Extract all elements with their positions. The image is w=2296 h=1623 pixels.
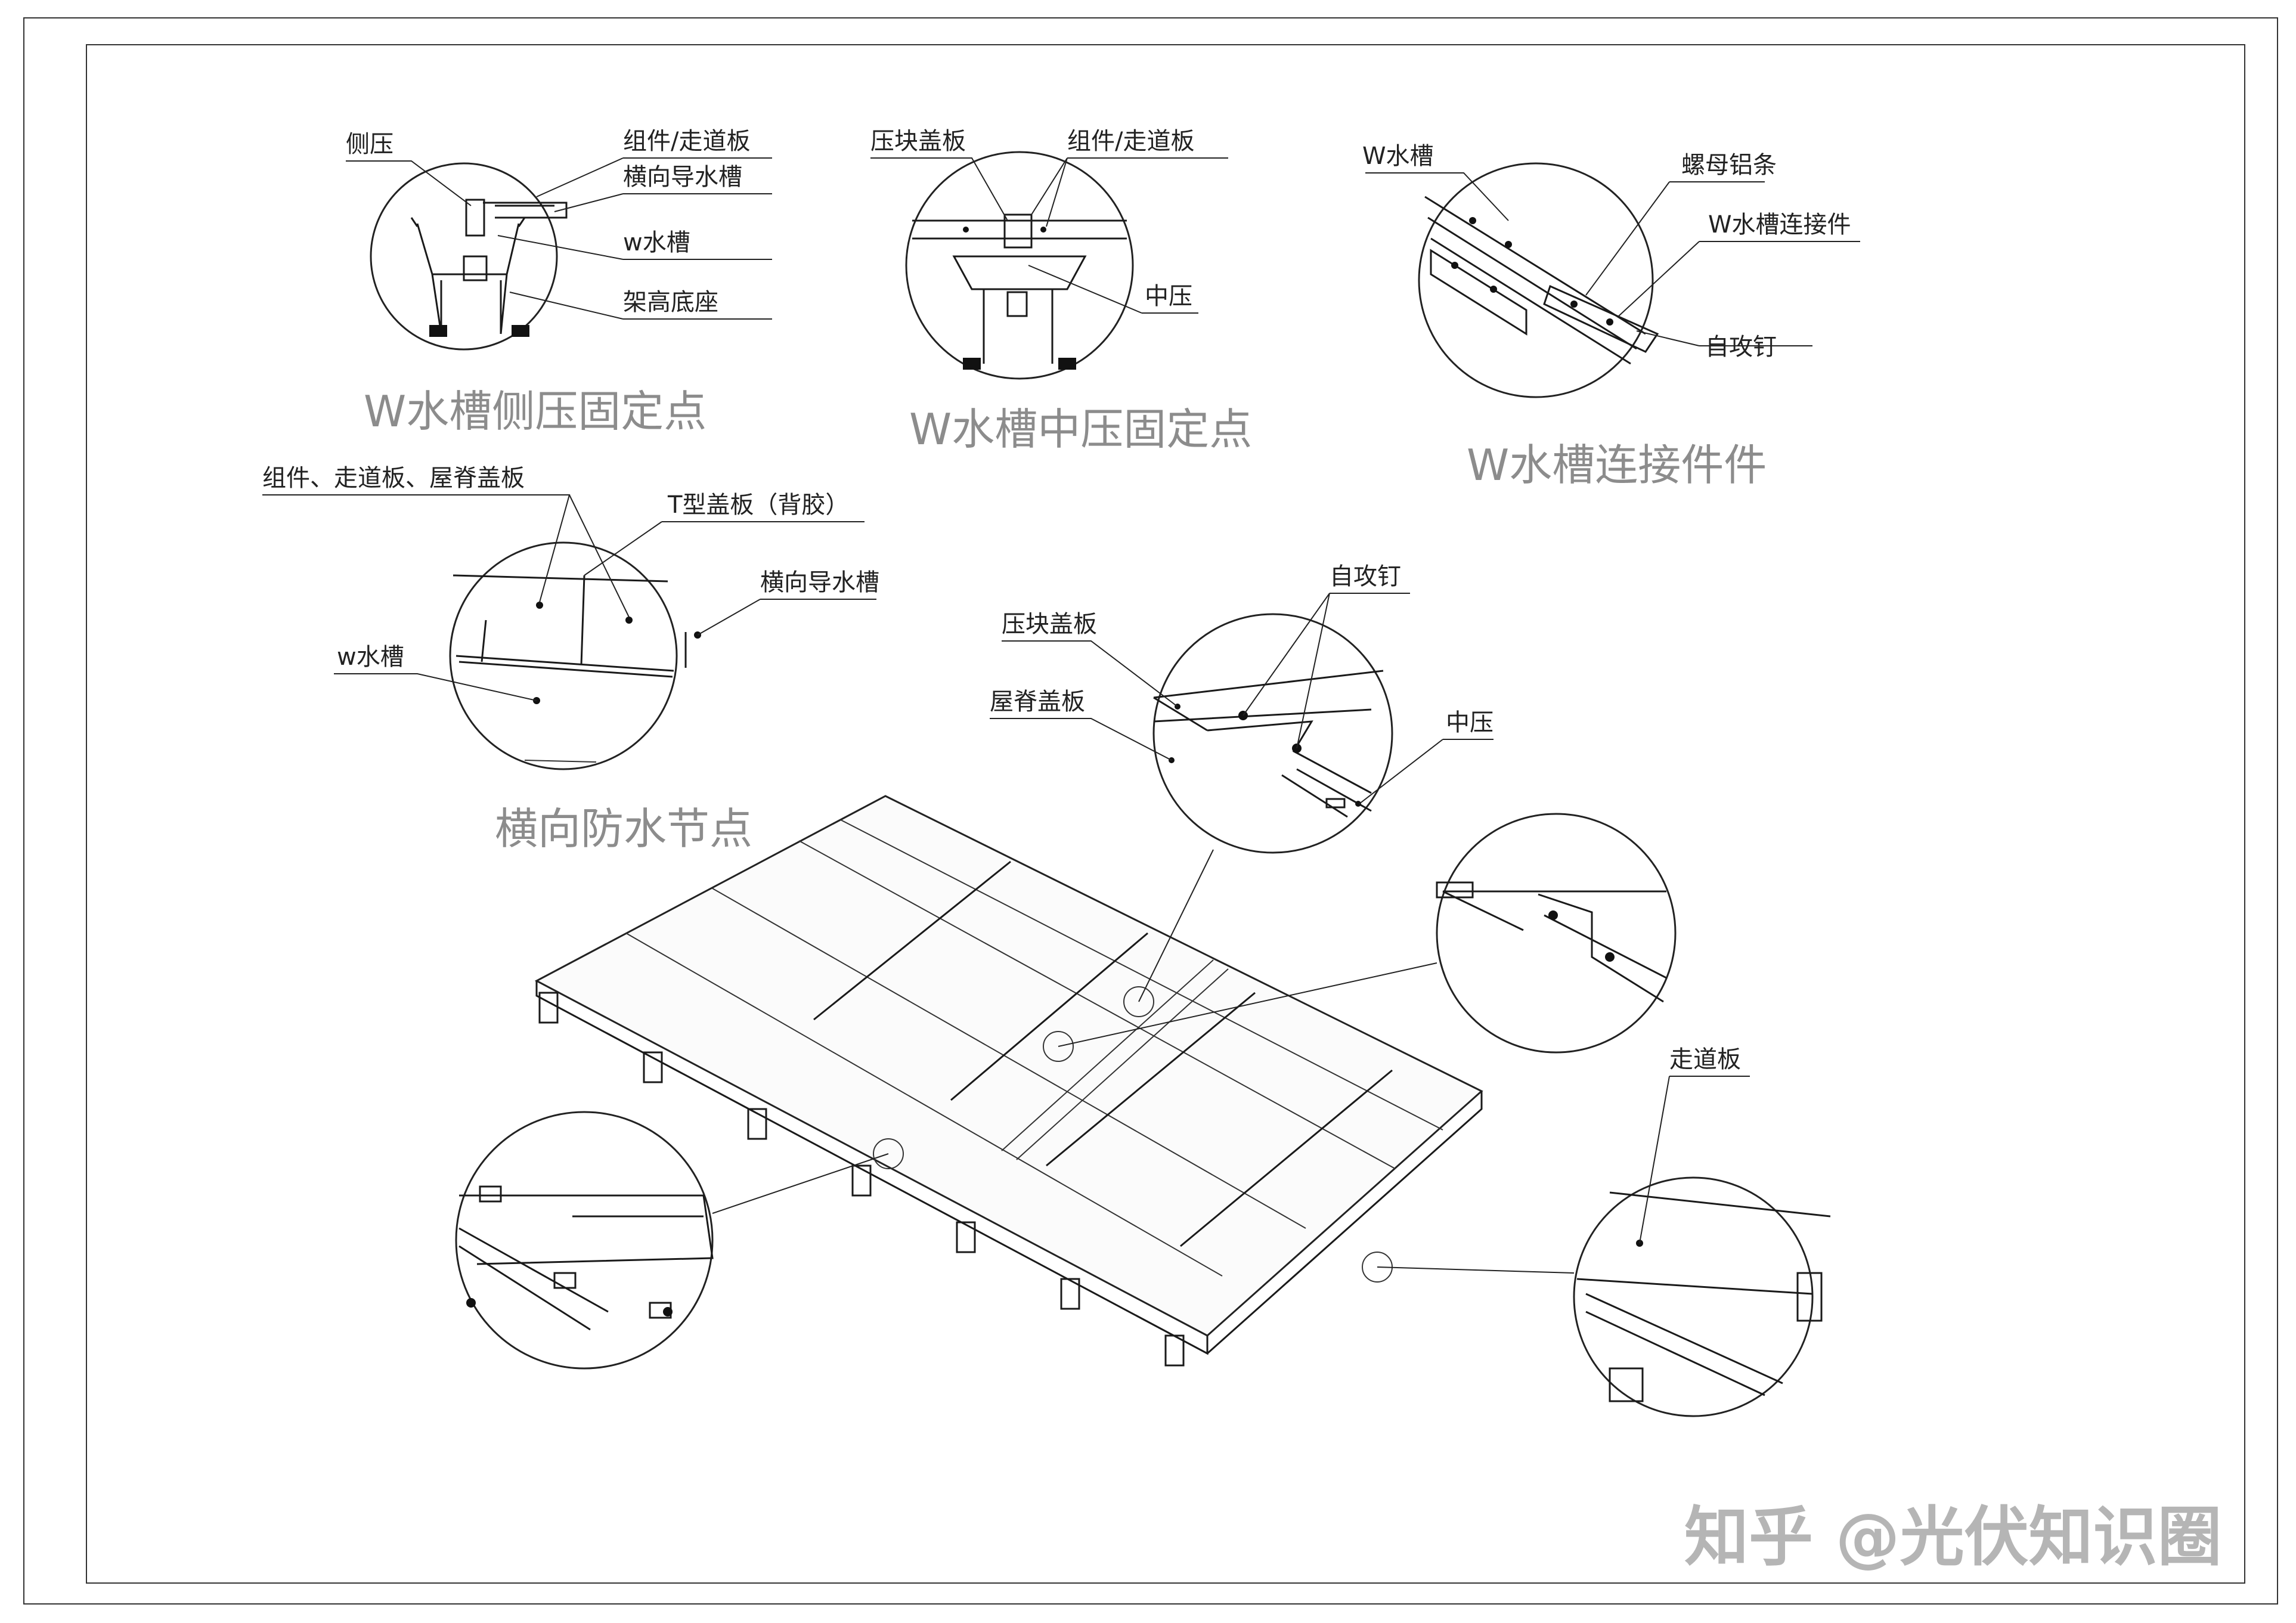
press-cover-label: 压块盖板 (1002, 611, 1097, 638)
detail-side-clamp: 侧压 组件/走道板 横向导水槽 w水槽 架高底座 W水槽侧压固定点 (346, 128, 772, 436)
detail-connector: W水槽 螺母铝条 W水槽连接件 自攻钉 W水槽连接件件 (1362, 143, 1860, 490)
detail-gutter-clamps (455, 1111, 714, 1370)
callout-gutter (873, 1138, 904, 1169)
detail-circle (1418, 162, 1654, 398)
press-cover-label: 压块盖板 (870, 128, 966, 155)
detail-walkway: 走道板 (1573, 1046, 1831, 1417)
detail-lateral-waterproof: 组件、走道板、屋脊盖板 T型盖板（背胶） 横向导水槽 w水槽 横向防水节点 (262, 464, 879, 854)
raised-base-label: 架高底座 (623, 289, 718, 316)
detail-ridge: 自攻钉 压块盖板 屋脊盖板 中压 (990, 563, 1494, 854)
mid-clamp-label: 中压 (1446, 709, 1494, 736)
detail-circle (455, 1111, 714, 1370)
caption-mid-clamp: W水槽中压固定点 (909, 404, 1252, 454)
components-label: 组件、走道板、屋脊盖板 (262, 464, 525, 492)
detail-circle (1573, 1176, 1814, 1417)
w-gutter-label: W水槽 (1362, 143, 1434, 170)
detail-mid-clamp: 压块盖板 组件/走道板 中压 W水槽中压固定点 (870, 128, 1252, 454)
callout-ridge (1123, 986, 1154, 1017)
nut-strip-label: 螺母铝条 (1681, 151, 1777, 179)
gutter-clamps-iso (458, 1185, 714, 1331)
caption-side-clamp: W水槽侧压固定点 (364, 386, 707, 436)
detail-circle (1436, 813, 1677, 1054)
outer-border (23, 17, 2278, 1605)
w-gutter-label: w水槽 (623, 229, 690, 256)
ridge-connection-iso (1436, 881, 1667, 1003)
caption-connector: W水槽连接件件 (1467, 440, 1767, 490)
support-legs (538, 992, 1185, 1367)
side-clamp-section (410, 199, 568, 337)
walkway-iso (1576, 1191, 1831, 1402)
roof-isometric (534, 795, 1575, 1367)
lateral-gutter-label: 横向导水槽 (623, 163, 742, 191)
t-cover-label: T型盖板（背胶） (667, 491, 849, 519)
callout-ridge-connection (1043, 1031, 1074, 1062)
caption-lateral-waterproof: 横向防水节点 (495, 804, 752, 854)
detail-circle (1152, 613, 1393, 854)
watermark: 知乎 @光伏知识圈 (1684, 1500, 2222, 1575)
lateral-section (453, 574, 701, 763)
screw-label: 自攻钉 (1330, 563, 1401, 590)
screw-label: 自攻钉 (1705, 333, 1777, 361)
mid-clamp-section (912, 213, 1127, 370)
mid-clamp-label: 中压 (1145, 283, 1192, 310)
connector-label: W水槽连接件 (1708, 211, 1851, 239)
w-gutter-label: w水槽 (337, 643, 404, 671)
lateral-gutter-label: 横向导水槽 (760, 569, 879, 596)
module-walkway-label: 组件/走道板 (623, 128, 750, 155)
connector-iso (1424, 196, 1659, 365)
module-walkway-label: 组件/走道板 (1067, 128, 1194, 155)
drawing-frame (86, 44, 2245, 1584)
detail-ridge-connection (1436, 813, 1677, 1054)
detail-circle (905, 151, 1134, 380)
side-clamp-label: 侧压 (346, 131, 393, 158)
ridge-cover-label: 屋脊盖板 (990, 688, 1085, 716)
walkway-label: 走道板 (1669, 1046, 1741, 1073)
